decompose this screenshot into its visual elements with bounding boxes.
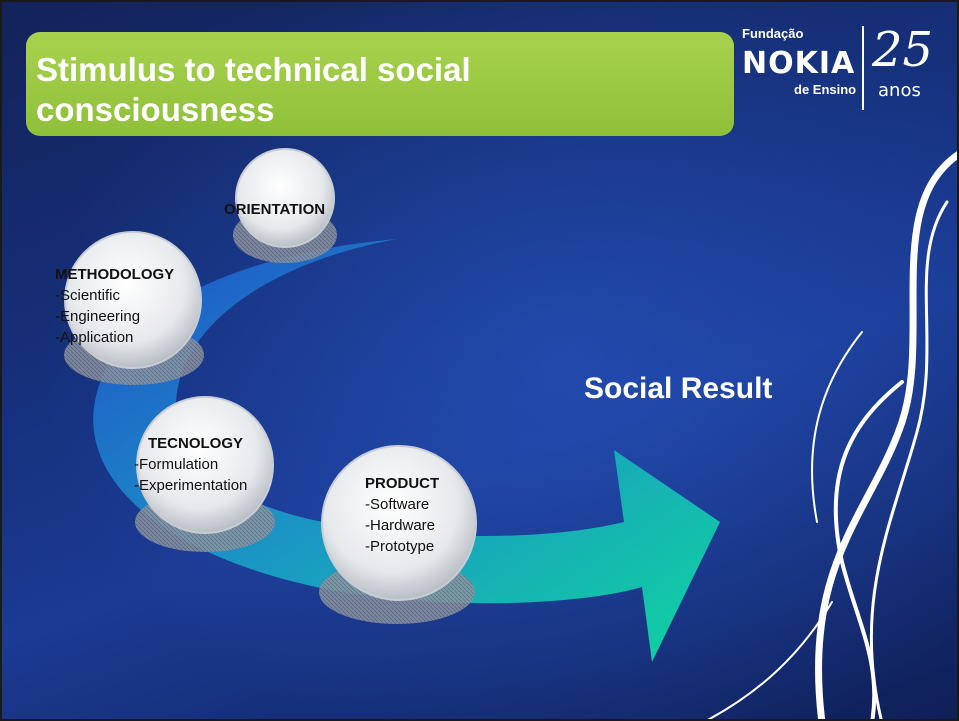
logo-bottom-line: de Ensino <box>794 82 857 97</box>
orientation-circle <box>233 148 337 263</box>
node-tecnology-item: -Experimentation <box>134 477 248 494</box>
node-orientation: ORIENTATION <box>224 199 325 220</box>
logo-brand: NOKIA <box>742 46 856 81</box>
node-methodology-title: METHODOLOGY <box>55 266 175 283</box>
node-product-item: -Prototype <box>365 538 435 555</box>
node-product-item: -Hardware <box>365 517 436 534</box>
node-orientation-title: ORIENTATION <box>224 201 326 218</box>
node-product-title: PRODUCT <box>365 475 440 492</box>
node-methodology-item: -Application <box>55 329 134 346</box>
product-circle <box>319 445 477 624</box>
process-arrow <box>93 239 720 662</box>
logo-top-line: Fundação <box>742 26 804 41</box>
tecnology-circle <box>135 396 275 552</box>
logo-years-label: anos <box>878 80 921 101</box>
swirl-lines <box>707 151 957 719</box>
methodology-circle <box>64 231 204 385</box>
slide-title: Stimulus to technical social consciousne… <box>36 51 471 128</box>
social-result-label: Social Result <box>584 372 773 405</box>
title-box: Stimulus to technical social consciousne… <box>26 32 734 136</box>
node-tecnology: TECNOLOGY -Formulation -Experimentation <box>134 433 247 496</box>
node-product-item: -Software <box>365 496 430 513</box>
node-product: PRODUCT -Software -Hardware -Prototype <box>365 473 439 557</box>
logo-divider <box>862 26 864 110</box>
node-methodology-item: -Engineering <box>55 308 141 325</box>
node-tecnology-item: -Formulation <box>134 456 219 473</box>
node-methodology-item: -Scientific <box>55 287 121 304</box>
node-tecnology-title: TECNOLOGY <box>148 435 244 452</box>
node-methodology: METHODOLOGY -Scientific -Engineering -Ap… <box>55 264 174 348</box>
logo-years: 25 <box>872 22 934 78</box>
fundacao-nokia-logo: Fundação NOKIA de Ensino 25 anos <box>742 22 942 116</box>
